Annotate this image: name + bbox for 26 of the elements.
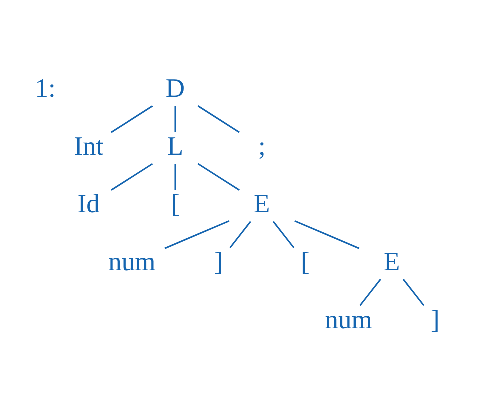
node-text: Id [78,188,100,219]
node-text: [ [171,188,180,219]
connector [111,106,154,134]
node-text: num [108,246,156,277]
node-text: L [167,130,184,161]
connector [360,279,382,306]
node-text: D [166,73,186,104]
node-text: num [325,304,372,334]
node-text: ] [214,246,224,277]
connector [402,279,425,306]
node-text: E [384,246,400,277]
label: 1: [35,73,56,104]
node-text: ] [431,304,440,334]
connector [230,221,252,248]
connector [164,220,230,250]
connector [294,220,360,250]
node-text: Int [74,130,104,161]
connector [272,221,295,248]
connector [198,106,240,134]
connector [111,163,154,191]
node-text: ; [258,130,266,161]
connector [198,163,240,191]
connector [174,106,176,132]
node-text: E [254,188,270,219]
node-text: [ [301,246,310,277]
connector [174,164,176,190]
